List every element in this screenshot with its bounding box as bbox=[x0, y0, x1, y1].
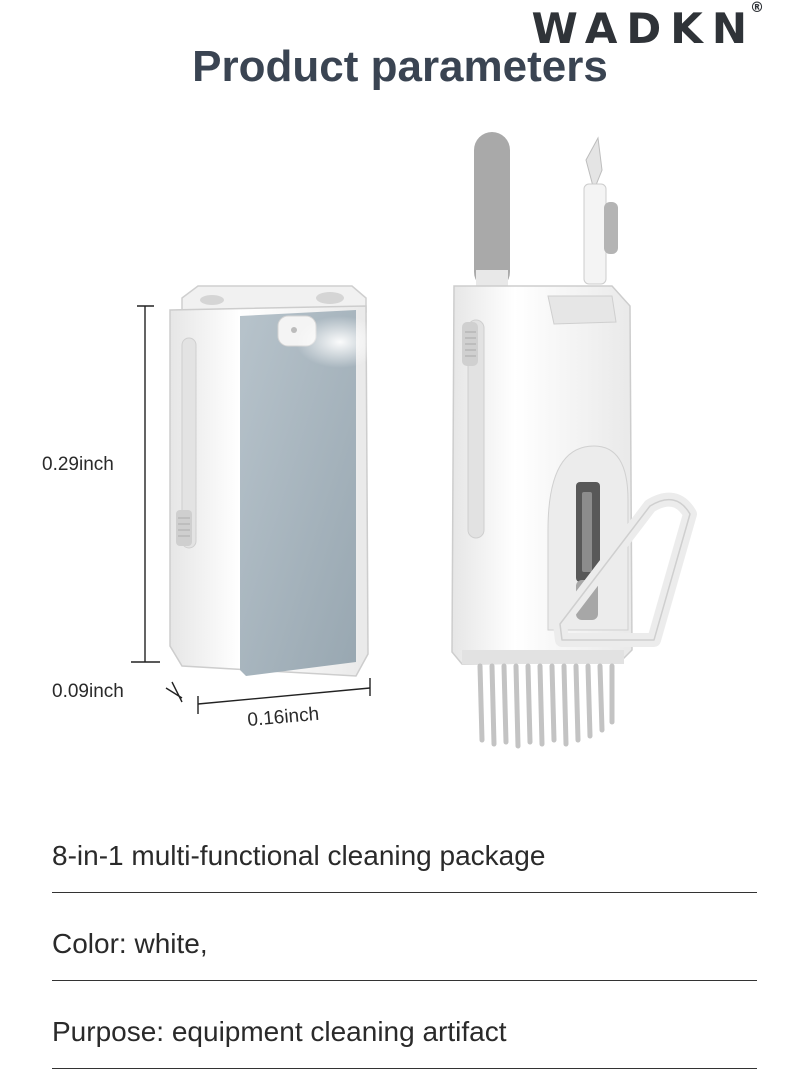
open-cleaner-with-tools bbox=[451, 132, 697, 749]
product-illustration: 0.29inch 0.09inch 0.16inch bbox=[42, 132, 697, 749]
brand-name: WADKN bbox=[531, 4, 756, 53]
spec-list: 8-in-1 multi-functional cleaning package… bbox=[52, 805, 757, 1069]
registered-mark: ® bbox=[750, 0, 764, 16]
closed-cleaner-case bbox=[169, 285, 384, 677]
brand-logo: WADKN® bbox=[531, 0, 770, 53]
height-dimension-label: 0.29inch bbox=[42, 454, 114, 475]
depth-dimension-label: 0.09inch bbox=[52, 681, 124, 702]
dimension-lines bbox=[131, 305, 371, 714]
spec-item-purpose: Purpose: equipment cleaning artifact bbox=[52, 981, 757, 1069]
spec-item-package: 8-in-1 multi-functional cleaning package bbox=[52, 805, 757, 893]
spec-item-color: Color: white, bbox=[52, 893, 757, 981]
width-dimension-label: 0.16inch bbox=[247, 704, 320, 731]
page-title: Product parameters bbox=[192, 42, 608, 91]
